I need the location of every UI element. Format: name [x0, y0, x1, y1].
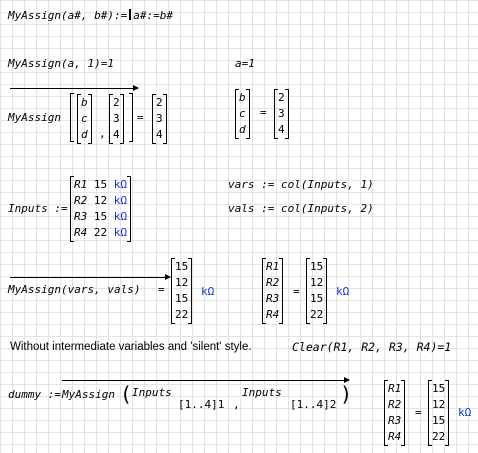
- arg1-vector[interactable]: b c d: [77, 94, 92, 144]
- unit-label: kΩ: [113, 178, 127, 191]
- matrix-cell: 3: [113, 112, 120, 125]
- vector-call-fn[interactable]: MyAssign: [8, 111, 61, 124]
- matrix-cell: c: [81, 112, 88, 125]
- close-paren: ): [340, 382, 353, 406]
- unit-label: kΩ: [113, 226, 127, 239]
- matrix-cell: 12: [310, 276, 324, 289]
- matrix-cell: R3: [266, 292, 280, 305]
- equals-sign: =: [260, 106, 267, 119]
- clear-call[interactable]: Clear(R1, R2, R3, R4)=1: [292, 340, 452, 354]
- matrix-cell: 22: [310, 308, 324, 321]
- comma: ,: [233, 398, 240, 411]
- equals-sign: =: [158, 283, 165, 296]
- call-fn[interactable]: MyAssign: [62, 388, 115, 401]
- matrix-cell: 22: [432, 430, 446, 443]
- value: 15: [93, 210, 108, 223]
- matrix-cell: d: [81, 128, 88, 141]
- def-lhs: MyAssign(a#, b#):=: [8, 9, 128, 22]
- matrix-cell: b: [81, 96, 88, 109]
- inputs-label[interactable]: Inputs :=: [8, 202, 68, 215]
- unit-label: kΩ: [336, 285, 350, 298]
- var-name: R1: [74, 178, 88, 191]
- check-rhs-vector: 2 3 4: [274, 89, 289, 139]
- open-paren: [70, 93, 74, 142]
- arg2-vector[interactable]: 2 3 4: [109, 94, 124, 144]
- matrix-cell: R4: [388, 430, 402, 443]
- matrix-cell: R4: [266, 308, 280, 321]
- matrix-cell: d: [239, 123, 246, 136]
- value: 12: [93, 194, 108, 207]
- arg-inputs-1[interactable]: Inputs: [132, 386, 172, 399]
- matrix-cell: R3: [388, 414, 402, 427]
- result-vector: 15 12 15 22: [171, 258, 193, 324]
- matrix-cell: 3: [156, 112, 163, 125]
- matrix-cell: 15: [432, 382, 446, 395]
- matrix-cell: R1: [266, 260, 280, 273]
- arg-inputs-2[interactable]: Inputs: [242, 386, 282, 399]
- matrix-cell: 2: [113, 96, 120, 109]
- unit-label: kΩ: [201, 285, 215, 298]
- matrix-cell: 4: [113, 128, 120, 141]
- var-name: R4: [74, 226, 88, 239]
- subscript-range-2: [1..4]2: [290, 398, 337, 411]
- equals-sign: =: [293, 285, 300, 298]
- matrix-cell: 15: [175, 260, 189, 273]
- matrix-cell: 2: [278, 91, 285, 104]
- result-vector: 15 12 15 22: [428, 380, 450, 446]
- inputs-matrix[interactable]: R1 15 kΩ R2 12 kΩ R3 15 kΩ R4 22 kΩ: [70, 176, 131, 242]
- def-rhs: a#:=b#: [133, 9, 173, 22]
- matrix-cell: 3: [278, 107, 285, 120]
- function-definition[interactable]: MyAssign(a#, b#):= a#:=b#: [8, 9, 173, 23]
- names-vector[interactable]: R1 R2 R3 R4: [384, 380, 406, 446]
- subscript-range-1: [1..4]1: [178, 398, 225, 411]
- matrix-cell: R2: [388, 398, 402, 411]
- vectorize-arrow: [10, 85, 139, 91]
- matrix-cell: 12: [432, 398, 446, 411]
- matrix-cell: 4: [156, 128, 163, 141]
- equals-sign: =: [137, 111, 144, 124]
- matrix-cell: 15: [310, 260, 324, 273]
- matrix-cell: 12: [175, 276, 189, 289]
- close-paren: [129, 93, 133, 142]
- vals-definition[interactable]: vals := col(Inputs, 2): [228, 202, 374, 215]
- var-name: R3: [74, 210, 88, 223]
- assign-call-scalar[interactable]: MyAssign(a, 1)=1: [8, 57, 114, 70]
- names-vector[interactable]: R1 R2 R3 R4: [262, 258, 284, 324]
- result-vector: 2 3 4: [152, 94, 167, 144]
- result-vector: 15 12 15 22: [306, 258, 328, 324]
- inputs-row: R1 15 kΩ: [74, 177, 127, 193]
- inputs-row: R2 12 kΩ: [74, 193, 127, 209]
- check-lhs-vector[interactable]: b c d: [235, 89, 250, 139]
- unit-label: kΩ: [113, 210, 127, 223]
- matrix-cell: R1: [388, 382, 402, 395]
- matrix-cell: b: [239, 91, 246, 104]
- value: 15: [93, 178, 108, 191]
- matrix-cell: 15: [175, 292, 189, 305]
- inputs-row: R4 22 kΩ: [74, 225, 127, 241]
- vectorize-arrow: [10, 274, 171, 280]
- matrix-cell: 22: [175, 308, 189, 321]
- comma: ,: [99, 127, 106, 140]
- vars-definition[interactable]: vars := col(Inputs, 1): [228, 178, 374, 191]
- open-paren: (: [120, 382, 133, 406]
- value: 22: [93, 226, 108, 239]
- vectorize-arrow: [62, 377, 350, 383]
- matrix-cell: 15: [432, 414, 446, 427]
- note-text: Without intermediate variables and 'sile…: [10, 341, 252, 353]
- var-name: R2: [74, 194, 88, 207]
- unit-label: kΩ: [113, 194, 127, 207]
- vector-call-vars-vals[interactable]: MyAssign(vars, vals): [8, 283, 141, 296]
- matrix-cell: 15: [310, 292, 324, 305]
- cursor-placeholder: [129, 9, 132, 20]
- matrix-cell: 2: [156, 96, 163, 109]
- scalar-result[interactable]: a=1: [235, 57, 255, 70]
- unit-label: kΩ: [458, 406, 472, 419]
- matrix-cell: R2: [266, 276, 280, 289]
- matrix-cell: 4: [278, 123, 285, 136]
- matrix-cell: c: [239, 107, 246, 120]
- inputs-row: R3 15 kΩ: [74, 209, 127, 225]
- equals-sign: =: [415, 406, 422, 419]
- dummy-label[interactable]: dummy :=: [8, 388, 61, 401]
